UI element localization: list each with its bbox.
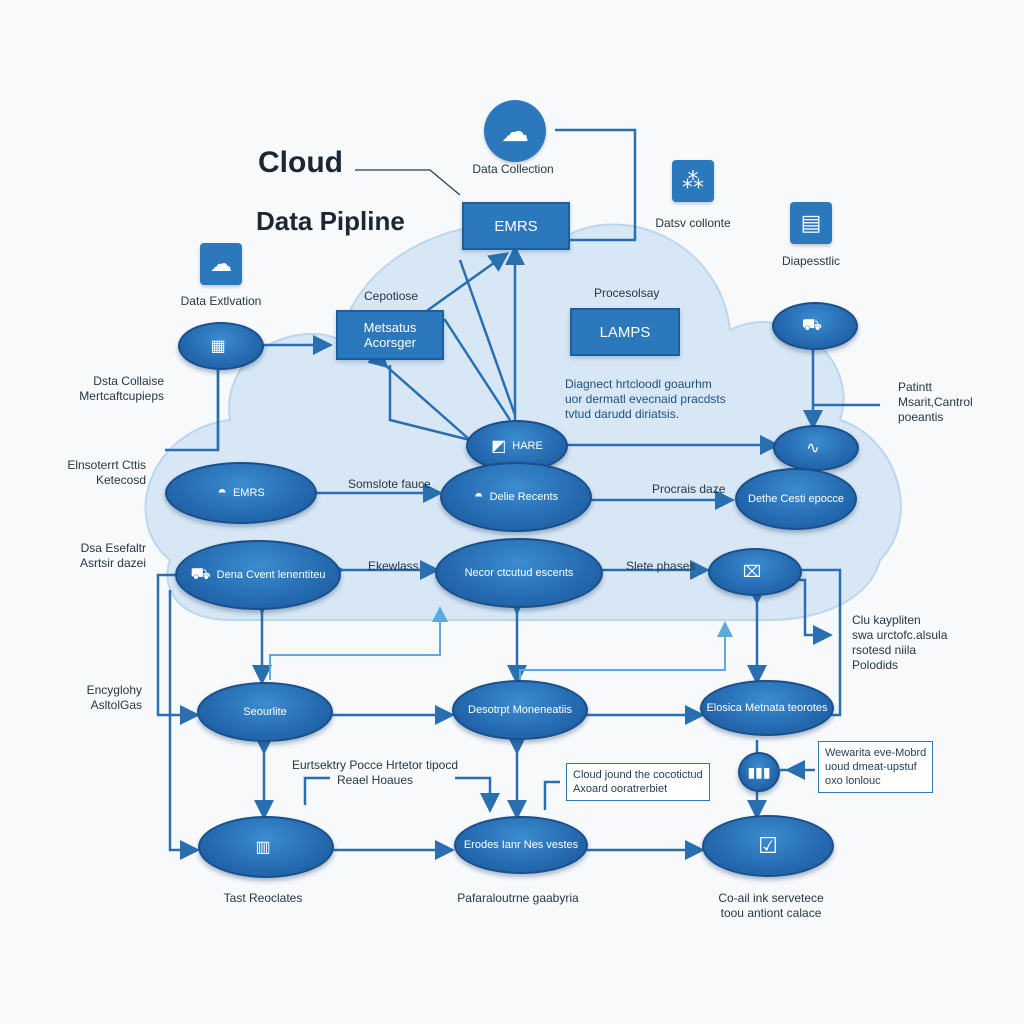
dena-node: ⛟ Dena Cvent lenentiteu — [175, 540, 341, 610]
wewarita-box: Wewarita eve-Mobrd uoud dmeat-upstuf oxo… — [818, 741, 934, 793]
bars-node: ▮▮▮ — [738, 752, 780, 792]
city-node: ▥ — [198, 816, 334, 878]
procrais-label: Procrais daze — [652, 482, 726, 496]
network-icon: ⁂ — [672, 160, 714, 202]
data-collaise-label: Dsta Collaise Mertcaftcupieps — [79, 374, 164, 403]
hare-node-label: HARE — [512, 440, 543, 452]
headset-icon: ◓ — [217, 484, 227, 501]
connector-lines — [156, 128, 880, 860]
folder-cloud-icon: ☁ — [200, 243, 242, 285]
emrs-node-label: EMRS — [232, 487, 265, 499]
clu-kaypliten-label: Clu kaypliten swa urctofc.alsula rsotesd… — [852, 613, 948, 672]
hare-node: ◩ HARE — [466, 420, 568, 472]
metadata-box: Metsatus Acorsger — [336, 310, 444, 360]
lamps-box: LAMPS — [570, 308, 680, 356]
patintt-label: Patintt Msarit,Cantrol poeantis — [898, 380, 973, 424]
desotrpt-node: Desotrpt Moneneatiis — [452, 680, 588, 740]
chart-icon: ◩ — [491, 438, 507, 455]
elosica-node: Elosica Metnata teorotes — [700, 680, 834, 736]
dsa-esefaltr-label: Dsa Esefaltr Asrtsir dazei — [79, 541, 146, 570]
bars-icon: ▮▮▮ — [747, 763, 771, 780]
delie-node-label: Delie Recents — [489, 491, 559, 503]
window-icon-label: Diapesstlic — [781, 254, 841, 268]
grid-node: ▦ — [178, 322, 264, 370]
tast-reoclates-label: Tast Reoclates — [223, 891, 303, 905]
seourlite-node-label: Seourlite — [243, 706, 287, 718]
folder-cloud-icon-label: Data Extlvation — [180, 294, 262, 308]
diagram-subtitle: Data Pipline — [256, 206, 405, 236]
diagram-title: Cloud — [258, 146, 343, 179]
slete-phases-label: Slete phases — [626, 559, 696, 573]
seourlite-node: Seourlite — [197, 682, 333, 742]
cloud-icon: ☁ — [501, 115, 529, 147]
network-icon-label: Datsv collonte — [655, 216, 731, 230]
encyglohy-label: Encyglohy AsltolGas — [86, 683, 142, 712]
eurtsektry-label: Eurtsektry Pocce Hrtetor tipocd Reael Ho… — [291, 758, 459, 787]
delie-node: ◓ Delie Recents — [440, 462, 592, 532]
cloud-icon-node: ☁ — [484, 100, 546, 162]
procesolsay-label: Procesolsay — [594, 286, 660, 300]
folder-chart-node: ⌧ — [708, 548, 802, 596]
light-connectors — [269, 606, 733, 680]
check-node: ☑ — [702, 815, 834, 877]
co-ail-label: Co-ail ink servetece toou antiont calace — [718, 891, 824, 920]
necor-node-label: Necor ctcutud escents — [464, 567, 574, 579]
emrs-node: ◓ EMRS — [165, 462, 317, 524]
grid-icon: ▦ — [210, 338, 226, 355]
diagnostic-note: Diagnect hrtcloodl goaurhm uor dermatl e… — [565, 377, 726, 421]
headset-icon: ◓ — [473, 488, 484, 505]
cepotiose-label: Cepotiose — [364, 289, 419, 303]
dethe-node: Dethe Cesti epocce — [735, 468, 857, 530]
desotrpt-node-label: Desotrpt Moneneatiis — [468, 704, 572, 716]
erodes-node-label: Erodes Ianr Nes vestes — [463, 839, 579, 851]
cloud-icon-label: Data Collection — [472, 162, 554, 176]
check-icon: ☑ — [758, 833, 778, 858]
pafaral-label: Pafaraloutrne gaabyria — [457, 891, 579, 905]
emrs-box: EMRS — [462, 202, 570, 250]
ekewlass-label: Ekewlass — [368, 559, 419, 573]
elnsotert-label: Elnsoterrt Cttis Ketecosd — [67, 458, 146, 487]
waveform-icon: ∿ — [806, 440, 820, 457]
necor-node: Necor ctcutud escents — [435, 538, 603, 608]
toolbox-icon: ⛟ — [801, 317, 823, 334]
dena-node-label: Dena Cvent lenentiteu — [216, 569, 326, 581]
patient-node: ⛟ — [772, 302, 858, 350]
building-icon: ▥ — [255, 839, 271, 856]
cloud-jound-box: Cloud jound the cocotictud Axoard ooratr… — [566, 763, 710, 801]
truck-icon: ⛟ — [190, 566, 211, 583]
elosica-node-label: Elosica Metnata teorotes — [706, 702, 828, 714]
dethe-node-label: Dethe Cesti epocce — [748, 493, 844, 505]
wave-node: ∿ — [773, 425, 859, 471]
window-icon: ▤ — [790, 202, 832, 244]
somslote-label: Somslote fauce — [348, 477, 431, 491]
folder-chart-icon: ⌧ — [742, 564, 762, 581]
erodes-node: Erodes Ianr Nes vestes — [454, 816, 588, 874]
